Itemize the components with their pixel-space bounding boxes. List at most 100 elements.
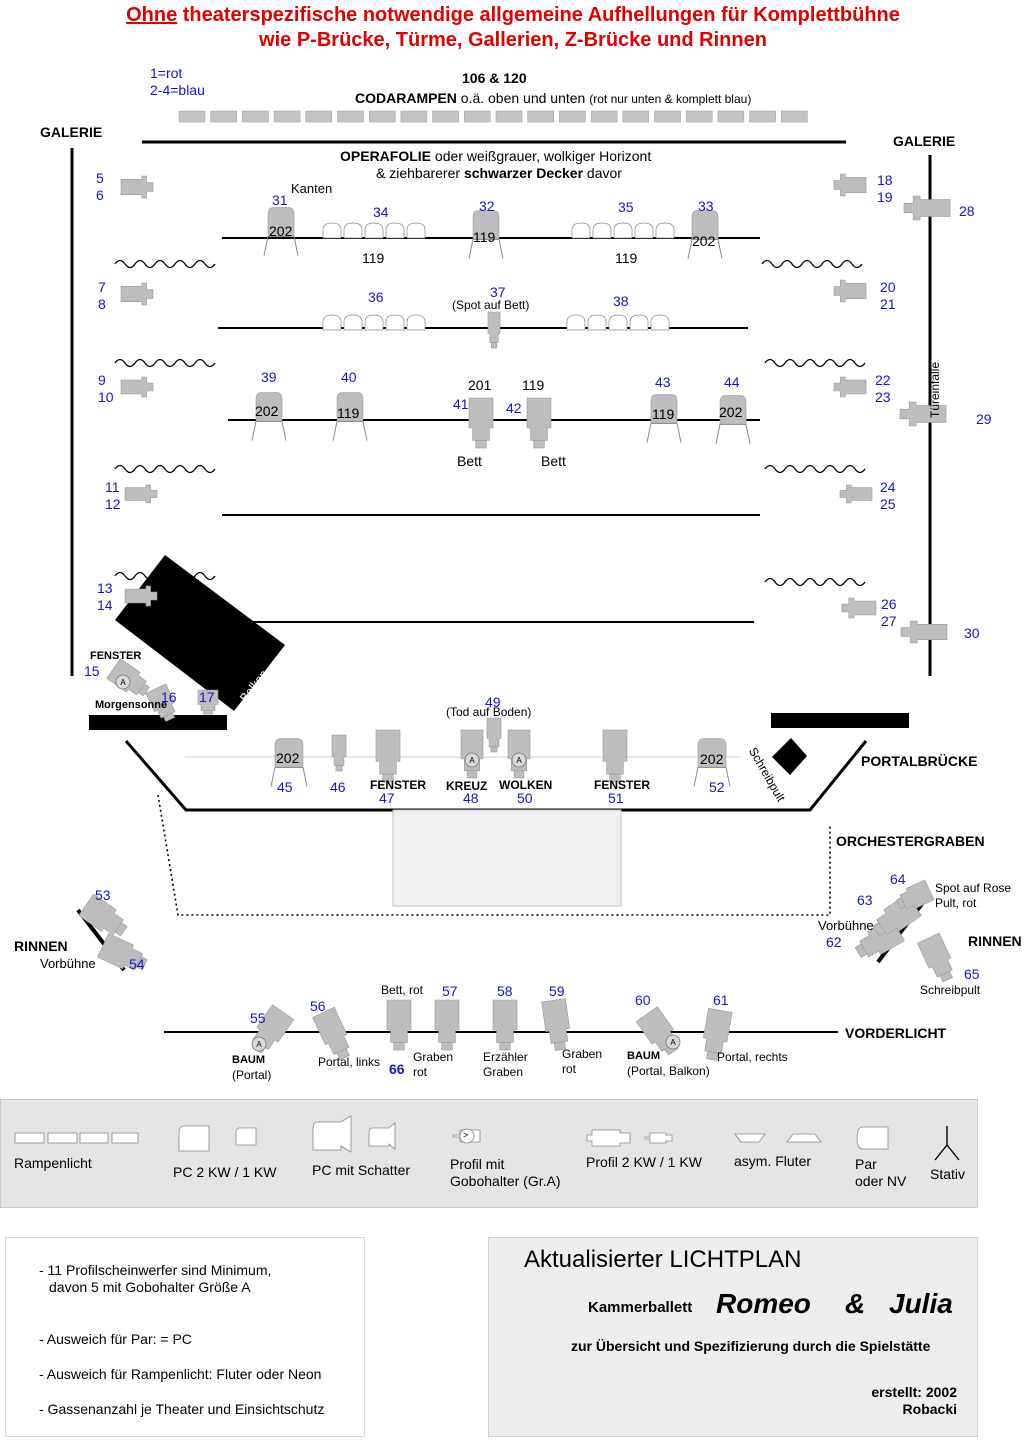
tree-label-60: BAUM xyxy=(627,1050,660,1062)
legend-pc-small xyxy=(235,1127,257,1146)
fixture-type-label-5: 202 xyxy=(255,403,279,419)
channel-10: 10 xyxy=(98,389,114,405)
portal-bridge-label: PORTALBRÜCKE xyxy=(861,753,978,769)
portal-right-label: Portal, rechts xyxy=(717,1050,788,1064)
channel-57: 57 xyxy=(442,983,458,999)
window-label-left: FENSTER xyxy=(90,650,142,662)
legend-profile-small xyxy=(644,1132,673,1144)
cross-label: KREUZ xyxy=(446,779,488,793)
bed-label-2: Bett xyxy=(541,453,566,469)
channel-8: 8 xyxy=(98,296,106,312)
fixture-56 xyxy=(312,1006,350,1061)
channel-26: 26 xyxy=(881,596,897,612)
title-block: Aktualisierter LICHTPLAN Kammerballett R… xyxy=(488,1237,978,1437)
channel-22: 22 xyxy=(875,372,891,388)
fixture-22-23 xyxy=(833,376,867,398)
color-key-1: 1=rot xyxy=(150,65,183,81)
channel-12: 12 xyxy=(105,496,121,512)
channel-47: 47 xyxy=(379,790,395,806)
channel-18: 18 xyxy=(877,172,893,188)
coda-ramp-block xyxy=(590,110,618,123)
opera-caption: OPERAFOLIE oder weißgrauer, wolkiger Hor… xyxy=(340,148,651,164)
channel-21: 21 xyxy=(880,296,896,312)
opera-rest: oder weißgrauer, wolkiger Horizont xyxy=(431,148,652,164)
header-line-2: wie P-Brücke, Türme, Gallerien, Z-Brücke… xyxy=(259,29,767,51)
fixture-29 xyxy=(899,401,947,427)
channel-56: 56 xyxy=(310,998,326,1014)
rinnen-left-label: RINNEN xyxy=(14,938,68,954)
channel-16: 16 xyxy=(161,689,177,705)
fixture-type-label-12: 202 xyxy=(700,751,724,767)
fixture-26-27 xyxy=(841,597,877,619)
kanten-label: Kanten xyxy=(291,181,333,196)
channel-20: 20 xyxy=(880,279,896,295)
fixture-18-19 xyxy=(833,173,867,197)
channel-28: 28 xyxy=(959,203,975,219)
pit-red-label-57: Graben rot xyxy=(413,1050,454,1079)
fixture-20-21 xyxy=(833,279,867,303)
legend-panel: > Rampenlicht PC 2 KW / 1 KW PC mit Scha… xyxy=(0,1099,978,1208)
channel-9: 9 xyxy=(98,372,106,388)
coda-ramp-block xyxy=(717,110,745,123)
fixture-64 xyxy=(896,879,935,910)
created-year: erstellt: 2002 xyxy=(871,1384,957,1400)
legend-profile-label: Profil 2 KW / 1 KW xyxy=(586,1154,702,1170)
narrator-label: Erzähler Graben xyxy=(483,1050,528,1079)
fixture-type-label-9: 119 xyxy=(652,406,675,422)
portal-left-bar xyxy=(89,715,227,730)
fixture-45 xyxy=(270,738,308,787)
gobo-marker-letter-4: A xyxy=(670,1038,676,1047)
spot-rose-label: Spot auf Rose xyxy=(935,881,1012,895)
portal-label-55: (Portal) xyxy=(232,1068,272,1082)
fixture-59 xyxy=(541,998,570,1051)
legend-ramp-2 xyxy=(47,1132,78,1144)
fixture-13-14 xyxy=(124,585,158,607)
channel-31: 31 xyxy=(272,192,288,208)
fixture-52 xyxy=(693,738,731,787)
header-line-1: Ohne theaterspezifische notwendige allge… xyxy=(0,4,1026,27)
legend-flood-1 xyxy=(734,1133,766,1143)
desk-red-label: Pult, rot xyxy=(935,896,977,910)
fixture-37 xyxy=(487,311,501,349)
gobo-marker-4 xyxy=(665,1034,681,1050)
fixture-type-label-6: 119 xyxy=(337,405,360,421)
wing-border-r2 xyxy=(764,358,866,368)
channel-58: 58 xyxy=(497,983,513,999)
fixture-32 xyxy=(468,210,504,259)
coda-caption: CODARAMPEN o.ä. oben und unten (rot nur … xyxy=(355,90,751,106)
legend-symbols xyxy=(14,1115,960,1161)
spot-bed-label: (Spot auf Bett) xyxy=(452,298,530,312)
fixture-type-label-1: 119 xyxy=(473,229,496,245)
coda-ramp-block xyxy=(654,110,681,123)
wing-border-r1 xyxy=(761,259,863,269)
channel-44: 44 xyxy=(724,374,740,390)
channel-43: 43 xyxy=(655,374,671,390)
channel-52: 52 xyxy=(709,779,725,795)
fixture-42 xyxy=(526,397,552,449)
channel-62: 62 xyxy=(826,934,842,950)
fixture-58 xyxy=(492,999,518,1051)
coda-ramp-block xyxy=(242,110,269,123)
channel-32: 32 xyxy=(479,198,495,214)
wing-border-l3 xyxy=(114,464,216,474)
coda-ramp-block xyxy=(337,110,364,123)
notes-panel: - 11 Profilscheinwerfer sind Minimum, da… xyxy=(5,1237,365,1437)
decker-post: davor xyxy=(583,165,622,181)
fixture-17 xyxy=(197,689,219,715)
fixture-57 xyxy=(434,999,460,1051)
vorbuehne-right-label: Vorbühne xyxy=(818,918,874,933)
fixture-66 xyxy=(386,999,412,1051)
coda-ramp xyxy=(178,110,808,123)
channel-39: 39 xyxy=(261,369,277,385)
coda-ramp-block xyxy=(749,110,776,123)
fixture-54 xyxy=(97,933,148,971)
bed-red-label: Bett, rot xyxy=(381,983,424,997)
fixture-53 xyxy=(78,893,128,937)
legend-ramp-1 xyxy=(14,1132,45,1144)
coda-ramp-block xyxy=(400,110,428,123)
fixture-type-label-4: 119 xyxy=(615,250,638,266)
coda-ramp-block xyxy=(273,110,301,123)
coda-numbers: 106 & 120 xyxy=(462,70,527,86)
fixture-43 xyxy=(646,394,682,443)
